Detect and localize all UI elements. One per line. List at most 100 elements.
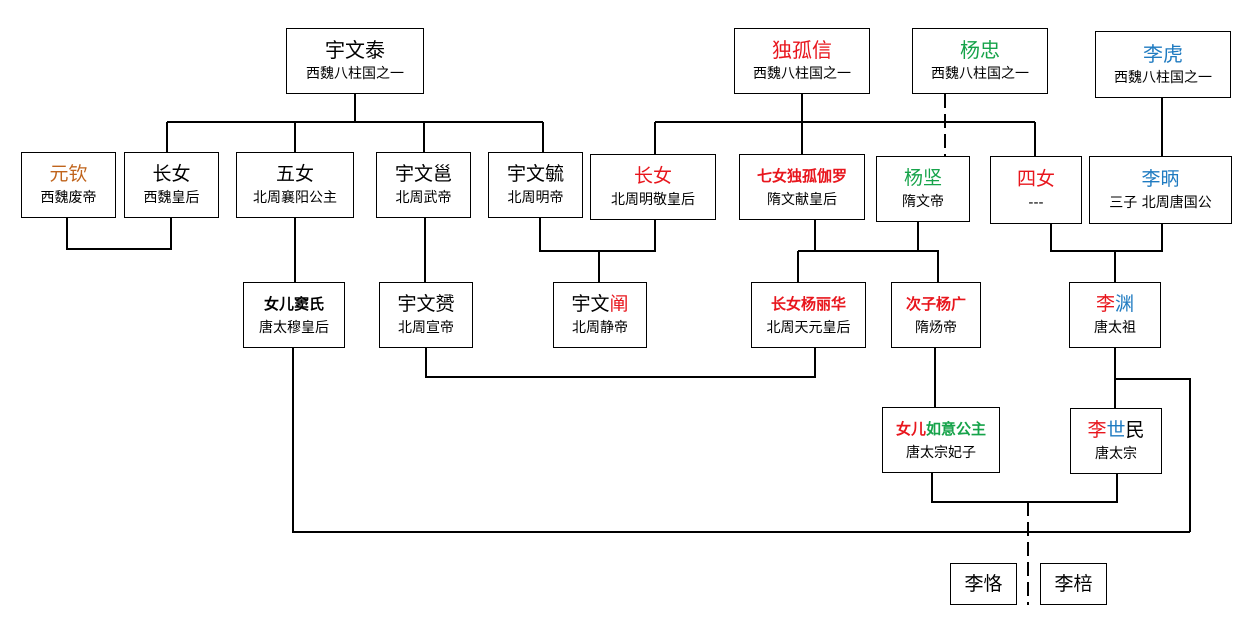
node-title: 唐太宗妃子 — [906, 445, 976, 461]
name-segment: 杨忠 — [960, 38, 1000, 62]
node-title: 北周静帝 — [572, 320, 628, 336]
node-name: 宇文赟 — [397, 291, 454, 317]
name-segment: 渊 — [1115, 293, 1135, 315]
node-name: 宇文泰 — [325, 37, 385, 63]
node-title: 西魏八柱国之一 — [1114, 69, 1212, 86]
node-yuwenchan: 宇文阐 北周静帝 — [553, 282, 647, 348]
node-title: 北周襄阳公主 — [253, 190, 337, 206]
node-changnv-wei: 长女 西魏皇后 — [124, 152, 219, 218]
node-title: 西魏废帝 — [40, 190, 97, 206]
node-libing: 李昞 三子 北周唐国公 — [1089, 156, 1232, 224]
name-segment: 民 — [1125, 419, 1145, 441]
node-lishimin: 李世民 唐太宗 — [1070, 408, 1162, 474]
node-name: 长女 — [152, 161, 190, 187]
node-name: 宇文毓 — [507, 161, 564, 187]
name-segment: 长女杨丽华 — [770, 295, 846, 313]
connector-line — [425, 348, 816, 378]
node-yuwenyu: 宇文毓 北周明帝 — [488, 152, 583, 218]
node-title: 北周明帝 — [507, 190, 564, 206]
name-segment: 宇文邕 — [394, 163, 452, 185]
name-segment: 杨坚 — [903, 167, 942, 189]
node-name: 长女 — [634, 163, 672, 189]
node-title: 北周宣帝 — [398, 320, 454, 336]
node-yanglihua: 长女杨丽华 北周天元皇后 — [751, 282, 866, 348]
connector-line — [539, 218, 656, 252]
name-segment: 李虎 — [1143, 41, 1183, 66]
connector-line — [66, 218, 172, 250]
node-name: 杨忠 — [960, 37, 1000, 63]
name-segment: 独孤信 — [772, 38, 832, 62]
node-title: 北周明敬皇后 — [611, 192, 695, 208]
name-segment: 女儿窦氏 — [263, 295, 324, 313]
name-segment: 宇文 — [571, 293, 610, 315]
node-name: 元钦 — [49, 161, 87, 187]
node-title: 隋文献皇后 — [767, 192, 837, 208]
node-title: 北周武帝 — [395, 190, 452, 206]
name-segment: 李昞 — [1141, 168, 1180, 190]
node-name: 李虎 — [1143, 41, 1183, 67]
node-title: 西魏八柱国之一 — [753, 66, 851, 82]
node-changnv-dugu: 长女 北周明敬皇后 — [590, 154, 716, 220]
node-ruyi: 女儿如意公主 唐太宗妃子 — [882, 407, 1000, 473]
name-segment: 宇文泰 — [325, 38, 385, 62]
node-name: 女儿如意公主 — [896, 416, 986, 442]
node-name: 宇文邕 — [395, 161, 452, 187]
node-title: 隋文帝 — [902, 194, 944, 210]
name-segment: 元钦 — [49, 163, 88, 185]
node-qinv: 七女独孤伽罗 隋文献皇后 — [739, 154, 865, 220]
node-yuanqin: 元钦 西魏废帝 — [21, 152, 116, 218]
name-segment: 四女 — [1016, 168, 1055, 190]
node-yuwenyong: 宇文邕 北周武帝 — [376, 152, 471, 218]
node-name: 李渊 — [1096, 291, 1134, 317]
name-segment: 长女 — [633, 165, 672, 187]
node-wunv: 五女 北周襄阳公主 — [236, 152, 354, 218]
connector-line — [1115, 378, 1191, 532]
name-segment: 李恪 — [964, 573, 1003, 595]
node-duguxin: 独孤信 西魏八柱国之一 — [734, 28, 870, 94]
node-name: 长女杨丽华 — [771, 291, 846, 317]
name-segment: 长女 — [152, 163, 191, 185]
name-segment: 世 — [1106, 419, 1126, 441]
name-segment: 阐 — [609, 293, 629, 315]
node-title: 三子 北周唐国公 — [1109, 195, 1212, 211]
node-name: 杨坚 — [904, 165, 942, 191]
node-title: 西魏八柱国之一 — [931, 66, 1029, 82]
node-lipei: 李棓 — [1040, 563, 1107, 605]
node-name: 独孤信 — [772, 37, 832, 63]
connector-line — [1050, 224, 1163, 252]
connector-line — [798, 250, 939, 282]
node-name: 七女独孤伽罗 — [757, 163, 847, 189]
name-segment: 五女 — [275, 163, 314, 185]
node-name: 宇文阐 — [571, 291, 628, 317]
node-yuwentai: 宇文泰 西魏八柱国之一 — [286, 28, 424, 94]
name-segment: 次子杨广 — [905, 295, 966, 313]
node-name: 李世民 — [1087, 417, 1144, 443]
node-title: 隋炀帝 — [915, 320, 957, 336]
node-title: 唐太宗 — [1095, 446, 1137, 462]
name-segment: 女儿 — [895, 420, 926, 438]
connector-line — [814, 220, 919, 252]
node-title: --- — [1028, 195, 1044, 211]
node-name: 五女 — [276, 161, 314, 187]
node-lige: 李恪 — [950, 563, 1017, 605]
name-segment: 如意公主 — [926, 420, 987, 438]
node-title: 北周天元皇后 — [766, 320, 851, 336]
node-name: 李昞 — [1141, 166, 1179, 192]
name-segment: 宇文毓 — [506, 163, 564, 185]
node-title: 唐太祖 — [1094, 320, 1136, 336]
name-segment: 李棓 — [1054, 573, 1093, 595]
node-yuwenyun: 宇文赟 北周宣帝 — [379, 282, 473, 348]
node-title: 西魏皇后 — [143, 190, 200, 206]
node-name: 次子杨广 — [906, 291, 966, 317]
name-segment: 李 — [1087, 419, 1107, 441]
node-name: 四女 — [1017, 166, 1055, 192]
node-name: 女儿窦氏 — [264, 291, 324, 317]
node-sinv: 四女 --- — [990, 156, 1082, 224]
node-title: 西魏八柱国之一 — [306, 66, 404, 82]
node-name: 李恪 — [964, 571, 1002, 597]
node-yangzhong: 杨忠 西魏八柱国之一 — [912, 28, 1048, 94]
node-name: 李棓 — [1054, 571, 1092, 597]
connector-line — [931, 473, 1118, 503]
name-segment: 宇文赟 — [397, 293, 455, 315]
